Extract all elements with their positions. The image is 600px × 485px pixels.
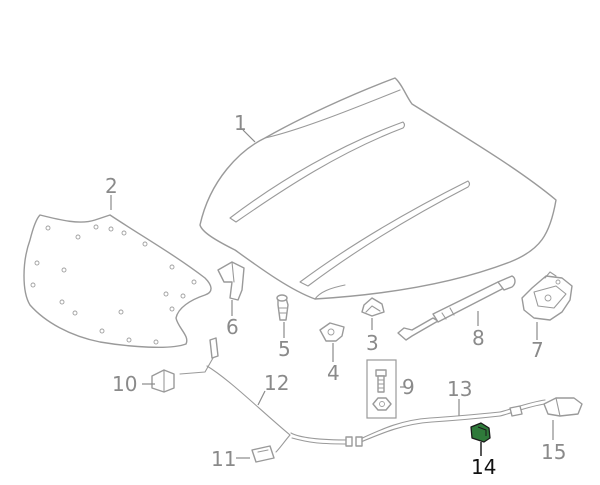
part-release-cable-rear [355, 399, 546, 447]
part-retainer [319, 322, 345, 342]
insulator-clip-holes [30, 224, 197, 345]
part-hood [199, 77, 557, 300]
part-cable-clip [251, 445, 275, 463]
part-cable-retainer-highlighted [470, 422, 491, 443]
callout-4: 4 [327, 361, 340, 385]
callout-labels: 1 2 3 4 5 6 7 8 9 10 11 12 13 14 15 [105, 111, 566, 479]
callout-10: 10 [112, 372, 137, 396]
part-hood-latch [521, 271, 573, 321]
callout-13: 13 [447, 377, 472, 401]
callout-3: 3 [366, 331, 379, 355]
part-release-cable-front [179, 337, 353, 453]
part-bolt-nut-kit [366, 359, 397, 419]
callout-5: 5 [278, 337, 291, 361]
part-safety-catch [543, 397, 583, 417]
callout-2: 2 [105, 174, 118, 198]
part-hood-insulator [23, 214, 212, 349]
callout-1: 1 [234, 111, 247, 135]
callout-9: 9 [402, 375, 415, 399]
part-release-handle-bracket [151, 369, 175, 393]
callout-6: 6 [226, 315, 239, 339]
part-bracket [217, 261, 245, 301]
callout-15: 15 [541, 440, 566, 464]
callout-14: 14 [471, 455, 496, 479]
part-hood-bumper [276, 294, 289, 321]
callout-11: 11 [211, 447, 236, 471]
leader-lines [110, 129, 554, 459]
callout-7: 7 [531, 338, 544, 362]
part-gas-strut [397, 275, 516, 341]
part-clip [361, 297, 385, 317]
callout-8: 8 [472, 326, 485, 350]
callout-12: 12 [264, 371, 289, 395]
